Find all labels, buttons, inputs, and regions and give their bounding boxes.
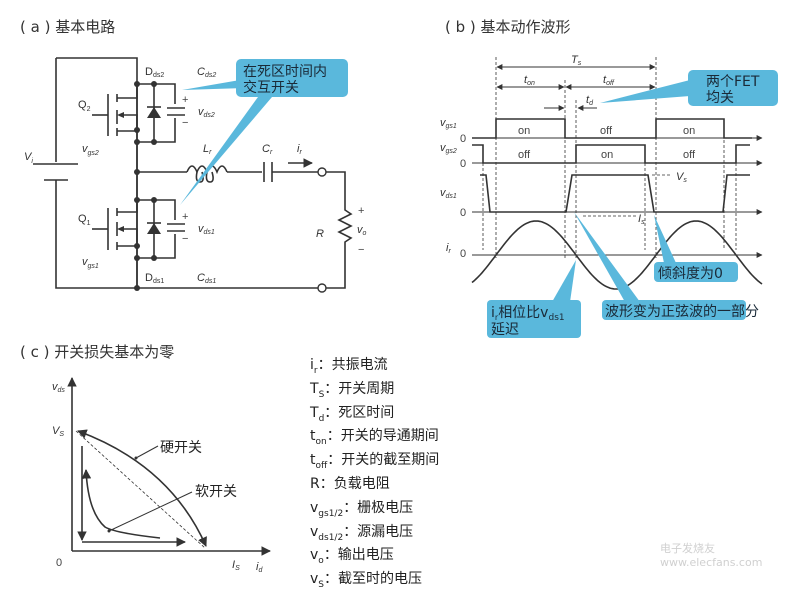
vs-axis-label: VS (52, 425, 64, 438)
vo-label: vo (357, 224, 367, 237)
vgs1-state-on-2: on (683, 125, 695, 137)
vgs2-state-off-1: off (518, 149, 531, 161)
origin-label: 0 (56, 557, 62, 569)
vgs1-wave (472, 118, 752, 139)
vds1-zero: 0 (460, 207, 466, 219)
vds1-wave-label: vds1 (440, 187, 457, 200)
diode-ds1 (147, 223, 161, 234)
legend-item: vo：输出电压 (310, 547, 394, 567)
vgs2-wave (472, 144, 750, 164)
panel-c-switching-loss: ( c ) 开关损失基本为零 vds VS 0 IS id 硬开关 软开关 (20, 343, 271, 574)
panel-a-basic-circuit: ( a ) 基本电路 Vi Q2 vgs2 (20, 18, 367, 293)
callout-dead-time-switch: 在死区时间内 交互开关 (180, 59, 348, 205)
vds1-label: vds1 (198, 223, 215, 236)
vgs2-state-on: on (601, 149, 613, 161)
mosfet-q2 (92, 83, 138, 136)
vgs1-wave-label: vgs1 (440, 117, 457, 130)
callout-both-fets-off: 两个FET 均关 (600, 70, 778, 106)
callout-slope-zero-text: 倾斜度为0 (658, 266, 723, 282)
vds-axis-label: vds (52, 381, 65, 394)
vgs1-state-on-1: on (518, 125, 530, 137)
callout-a-line2: 交互开关 (243, 79, 299, 96)
hard-switch-curve (77, 429, 207, 547)
vgs1-zero: 0 (460, 133, 466, 145)
hard-switch-label: 硬开关 (160, 440, 202, 456)
vds1-wave (480, 174, 750, 213)
diode-ds2 (147, 107, 161, 118)
mosfet-q1 (92, 200, 138, 250)
toff-label: toff (603, 74, 615, 87)
ton-label: ton (524, 74, 535, 87)
soft-switch-curve (81, 469, 161, 539)
watermark-url: www.elecfans.com (660, 556, 763, 569)
legend-item: TS：开关周期 (310, 380, 395, 400)
r-label: R (316, 228, 324, 240)
vds2-label: vds2 (198, 106, 215, 119)
cds2-label: Cds2 (197, 66, 216, 79)
is-axis-label: IS (232, 559, 240, 572)
ir-wave (471, 220, 763, 290)
watermark-brand: 电子发烧友 (660, 542, 715, 555)
td-label: td (586, 94, 594, 107)
ir-label: ir (297, 143, 302, 156)
id-axis-label: id (256, 561, 263, 574)
vds1-minus: − (182, 233, 188, 245)
q2-label: Q2 (78, 99, 91, 113)
symbol-legend: ir：共振电流 TS：开关周期 Td：死区时间 ton：开关的导通期间 toff… (310, 356, 439, 594)
callout-sine-part: 波形变为正弦波的一部分 (574, 212, 759, 320)
vds1-plus: + (182, 211, 188, 223)
vds2-plus: + (182, 94, 188, 106)
legend-item: toff：开关的截至期间 (310, 452, 440, 471)
hard-switch-leader (135, 445, 159, 459)
callout-sine-part-text: 波形变为正弦波的一部分 (605, 304, 759, 320)
vi-label: Vi (24, 151, 33, 165)
vds2-minus: − (182, 117, 188, 129)
vgs2-zero: 0 (460, 158, 466, 170)
vo-plus: + (358, 205, 364, 217)
ts-label: Ts (571, 54, 582, 67)
callout-phase-lag-line1: ir相位比vds1 (491, 305, 565, 323)
vgs2-wave-label: vgs2 (440, 142, 457, 155)
vs-wave-label: Vs (676, 171, 687, 184)
vgs1-label: vgs1 (82, 256, 99, 270)
soft-switch-leader (108, 491, 193, 532)
panel-c-title: ( c ) 开关损失基本为零 (20, 343, 174, 361)
wire-outer-left (55, 57, 138, 289)
ir-wave-label: ir (446, 242, 451, 255)
watermark: 电子发烧友 www.elecfans.com (660, 540, 762, 569)
dds1-label: Dds1 (145, 272, 164, 285)
q1-label: Q1 (78, 213, 91, 227)
vo-minus: − (358, 244, 364, 256)
legend-item: vS：截至时的电压 (310, 571, 423, 590)
terminal-top (317, 167, 327, 177)
resistor-r (326, 171, 353, 289)
cds1-label: Cds1 (197, 272, 216, 285)
legend-item: vds1/2：源漏电压 (310, 523, 414, 543)
callout-both-off-line1: 两个FET (706, 74, 760, 90)
is-wave-label: Is (638, 213, 645, 226)
lr-label: Lr (203, 143, 212, 156)
dds2-label: Dds2 (145, 66, 164, 79)
legend-item: vgs1/2：栅极电压 (310, 499, 414, 519)
cr-label: Cr (262, 143, 273, 156)
panel-b-title: ( b ) 基本动作波形 (445, 18, 571, 36)
legend-item: R：负载电阻 (310, 475, 390, 492)
callout-slope-zero: 倾斜度为0 (654, 215, 738, 282)
callout-both-off-line2: 均关 (706, 90, 734, 106)
legend-item: ton：开关的导通期间 (310, 428, 439, 448)
ir-zero: 0 (460, 248, 466, 260)
vgs2-label: vgs2 (82, 143, 99, 157)
soft-switch-label: 软开关 (195, 484, 237, 500)
legend-item: Td：死区时间 (310, 404, 395, 424)
legend-item: ir：共振电流 (310, 357, 388, 376)
callout-phase-lag-line2: 延迟 (491, 322, 519, 338)
callout-phase-lag: ir相位比vds1 延迟 (487, 260, 581, 338)
callout-a-line1: 在死区时间内 (243, 64, 327, 80)
panel-a-title: ( a ) 基本电路 (20, 18, 115, 36)
terminal-bottom (317, 283, 327, 293)
panel-b-waveforms: ( b ) 基本动作波形 Ts ton toff td vgs1 0 on of… (440, 18, 778, 338)
vgs1-state-off: off (600, 125, 613, 137)
vgs2-state-off-2: off (683, 149, 696, 161)
